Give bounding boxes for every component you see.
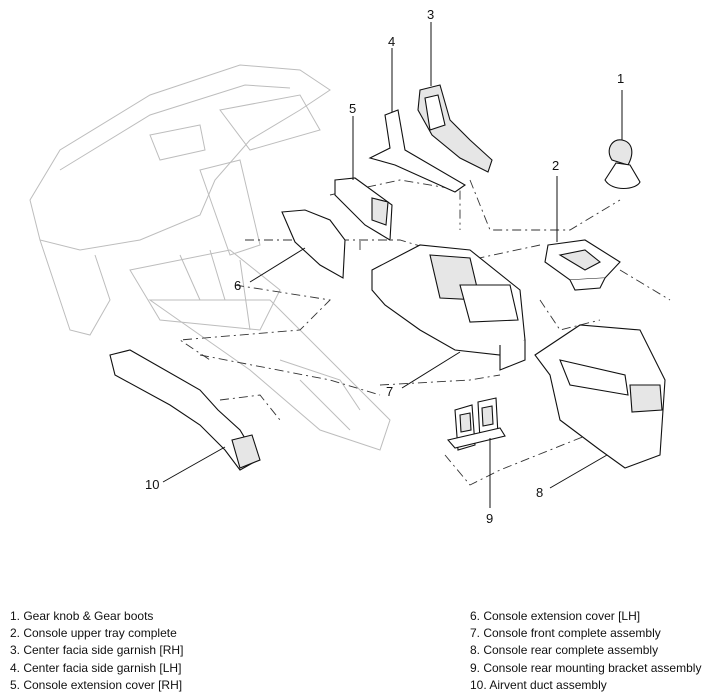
legend-item: 5. Console extension cover [RH] [10,677,183,692]
part-upper-tray [544,239,621,291]
legend-item: 9. Console rear mounting bracket assembl… [470,660,702,675]
legend-item: 8. Console rear complete assembly [470,643,659,658]
callout-6: 6 [234,278,241,293]
part-console-front [371,244,526,371]
callout-5: 5 [349,101,356,116]
callout-7: 7 [386,384,393,399]
legend-item: 1. Gear knob & Gear boots [10,609,154,623]
callout-10: 10 [145,477,159,492]
callout-8: 8 [536,485,543,500]
legend-right: 6. Console extension cover [LH] 7. Conso… [470,608,701,694]
part-garnish-rh [417,84,493,173]
callout-3: 3 [427,7,434,22]
part-airvent-duct [109,349,261,471]
leader-lines [162,22,623,508]
callout-2: 2 [552,158,559,173]
legend-item: 3. Center facia side garnish [RH] [10,643,184,658]
legend-item: 2. Console upper tray complete [10,626,177,641]
part-extension-cover-rh [334,177,393,241]
part-garnish-lh [368,109,467,193]
callout-4: 4 [388,34,395,49]
legend-item: 10. Airvent duct assembly [470,677,607,692]
dashboard-outline [29,64,391,451]
callout-9: 9 [486,511,493,526]
legend-left: 1. Gear knob & Gear boots 2. Console upp… [10,608,183,694]
part-gear-knob [604,139,641,190]
legend-item: 7. Console front complete assembly [470,626,661,641]
legend-item: 4. Center facia side garnish [LH] [10,660,182,675]
callout-1: 1 [617,71,624,86]
exploded-parts-diagram: 1 2 3 4 5 6 7 8 9 10 [29,7,671,526]
part-extension-cover-lh [281,209,346,279]
part-console-rear [534,324,666,469]
part-rear-bracket [446,397,506,451]
legend-item: 6. Console extension cover [LH] [470,609,641,623]
